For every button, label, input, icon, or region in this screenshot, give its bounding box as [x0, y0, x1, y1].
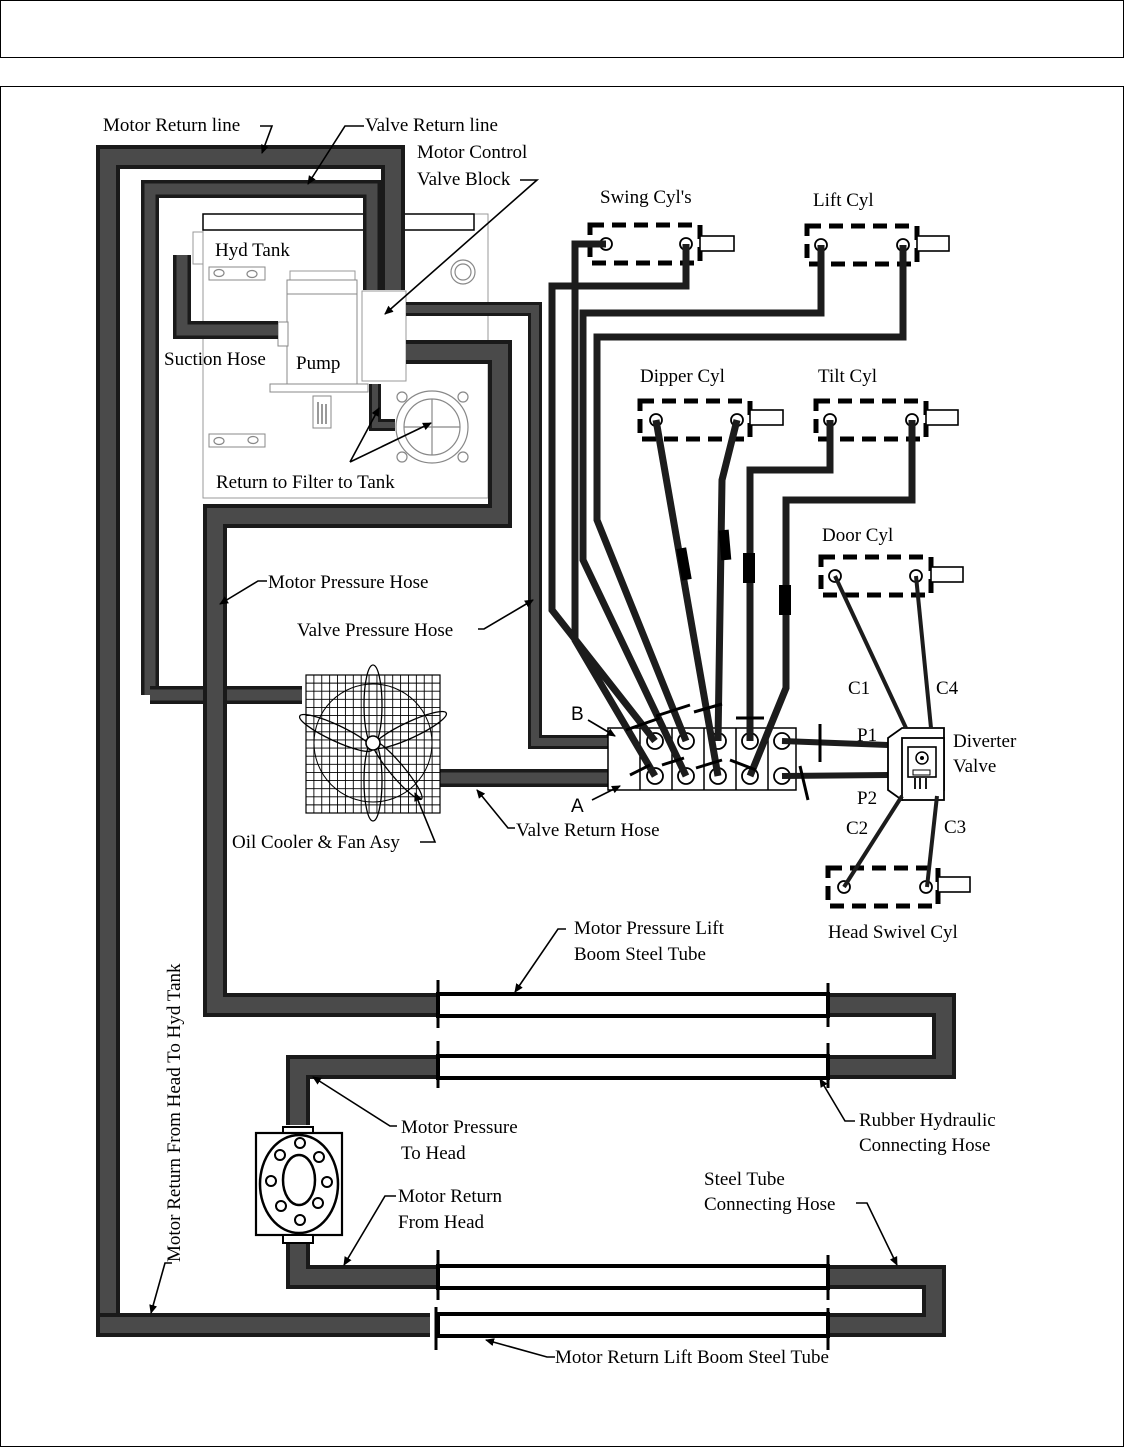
hoses — [96, 145, 956, 1337]
cylinders — [587, 222, 971, 909]
diverter-lines — [833, 575, 939, 889]
tilt-cylinder — [813, 398, 959, 442]
rubber-connecting-hose — [828, 993, 956, 1079]
label-c3: C3 — [944, 817, 966, 838]
label-pump: Pump — [296, 353, 340, 374]
lift-cylinder — [804, 223, 950, 267]
label-head-swivel-cyl: Head Swivel Cyl — [828, 922, 958, 943]
label-mp-lift-boom-2: Boom Steel Tube — [574, 944, 706, 965]
label-mp-lift-boom-1: Motor Pressure Lift — [574, 918, 725, 939]
diverter-valve — [887, 727, 945, 801]
label-swing-cyl: Swing Cyl's — [600, 187, 692, 208]
label-valve-return-line: Valve Return line — [365, 115, 498, 136]
oil-cooler-fan — [298, 664, 448, 822]
label-motor-pressure-hose: Motor Pressure Hose — [268, 572, 428, 593]
label-diverter: Diverter — [953, 731, 1017, 752]
motor-control-valve-block — [361, 290, 407, 382]
fitting-ticks — [625, 702, 822, 801]
label-mp-head-1: Motor Pressure — [401, 1117, 518, 1138]
label-p1: P1 — [857, 725, 877, 746]
label-port-b: B — [571, 704, 584, 725]
label-return-filter: Return to Filter to Tank — [216, 472, 395, 493]
oil-filter — [395, 390, 469, 464]
label-lift-cyl: Lift Cyl — [813, 190, 874, 211]
header-frame — [0, 0, 1124, 58]
label-valve-pressure-hose: Valve Pressure Hose — [297, 620, 453, 641]
swing-cylinder — [587, 222, 735, 266]
label-mr-head-1: Motor Return — [398, 1186, 502, 1207]
steel-tubes — [434, 980, 830, 1350]
label-c1: C1 — [848, 678, 870, 699]
pump — [269, 270, 369, 429]
label-port-a: A — [571, 796, 584, 817]
head-swivel-cylinder — [825, 865, 971, 909]
label-dipper-cyl: Dipper Cyl — [640, 366, 725, 387]
label-door-cyl: Door Cyl — [822, 525, 893, 546]
label-mr-head-to-tank: Motor Return From Head To Hyd Tank — [164, 963, 185, 1262]
label-hyd-tank: Hyd Tank — [215, 240, 290, 261]
label-suction-hose: Suction Hose — [164, 349, 266, 370]
label-rubber-hose-1: Rubber Hydraulic — [859, 1110, 996, 1131]
label-valve-return-hose: Valve Return Hose — [516, 820, 660, 841]
cylinder-lines — [548, 240, 916, 779]
label-mr-head-2: From Head — [398, 1212, 485, 1233]
label-mr-lift-boom: Motor Return Lift Boom Steel Tube — [555, 1347, 829, 1368]
label-mp-head-2: To Head — [401, 1143, 466, 1164]
label-motor-control: Motor Control — [417, 142, 527, 163]
label-motor-return-line: Motor Return line — [103, 115, 240, 136]
label-c2: C2 — [846, 818, 868, 839]
label-tilt-cyl: Tilt Cyl — [818, 366, 877, 387]
labels: Motor Return line Valve Return line Moto… — [103, 115, 1017, 1368]
hydraulic-motor — [254, 1126, 344, 1244]
label-valve-block: Valve Block — [417, 169, 511, 190]
label-steel-conn-1: Steel Tube — [704, 1169, 785, 1190]
label-diverter-valve: Valve — [953, 756, 996, 777]
label-steel-conn-2: Connecting Hose — [704, 1194, 835, 1215]
leader-lines — [149, 125, 898, 1358]
label-p2: P2 — [857, 788, 877, 809]
line-markers — [676, 529, 791, 615]
label-c4: C4 — [936, 678, 959, 699]
label-oil-cooler: Oil Cooler & Fan Asy — [232, 832, 400, 853]
label-rubber-hose-2: Connecting Hose — [859, 1135, 990, 1156]
